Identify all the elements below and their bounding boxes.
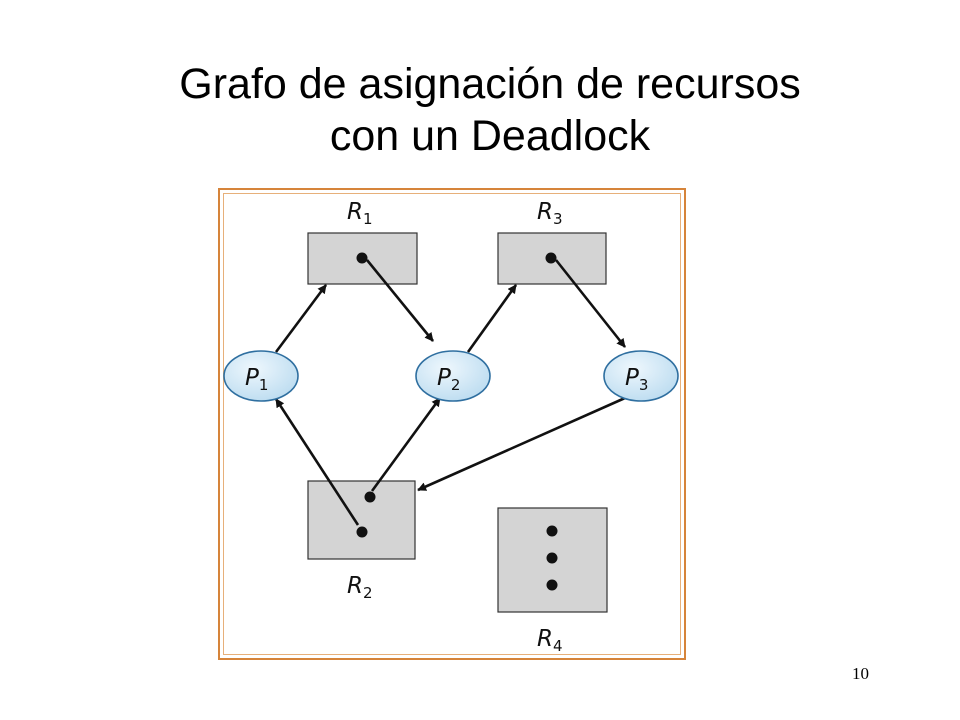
process-p1: P1 bbox=[223, 350, 299, 402]
resource-instance-dot bbox=[546, 552, 558, 564]
resource-instance-dot bbox=[546, 525, 558, 537]
resource-instance-dot bbox=[356, 526, 368, 538]
edge-r3-p3 bbox=[554, 259, 627, 348]
resource-r2 bbox=[307, 480, 416, 560]
resource-allocation-graph: P1 P2 P3 R1 R3 R2 R4 bbox=[218, 188, 686, 660]
resource-instance-dot bbox=[356, 252, 368, 264]
resource-label-r4: R4 bbox=[537, 626, 563, 655]
resource-r3 bbox=[497, 232, 607, 285]
edge-p1-r1 bbox=[274, 284, 328, 353]
resource-instance-dot bbox=[545, 252, 557, 264]
resource-r4 bbox=[497, 507, 608, 613]
resource-label-r2: R2 bbox=[347, 573, 373, 602]
slide-title: Grafo de asignación de recursos con un D… bbox=[0, 58, 960, 162]
page-number: 10 bbox=[852, 664, 869, 683]
resource-r1 bbox=[307, 232, 418, 285]
process-label: P1 bbox=[245, 365, 268, 394]
resource-instance-dot bbox=[364, 491, 376, 503]
title-line-2: con un Deadlock bbox=[329, 112, 651, 160]
resource-label-r1: R1 bbox=[347, 199, 373, 228]
edge-r2-p1 bbox=[274, 398, 360, 526]
process-label: P3 bbox=[625, 365, 648, 394]
edge-r1-p2 bbox=[365, 259, 435, 342]
edge-r2-p2 bbox=[370, 397, 442, 492]
process-p3: P3 bbox=[603, 350, 679, 402]
resource-label-r3: R3 bbox=[537, 199, 563, 228]
title-line-1: Grafo de asignación de recursos bbox=[179, 60, 801, 108]
process-label: P2 bbox=[437, 365, 460, 394]
edge-p3-r2 bbox=[417, 396, 626, 492]
process-p2: P2 bbox=[415, 350, 491, 402]
edge-p2-r3 bbox=[466, 284, 518, 353]
resource-instance-dot bbox=[546, 579, 558, 591]
edges bbox=[274, 259, 627, 526]
graph-canvas: P1 P2 P3 R1 R3 R2 R4 bbox=[223, 199, 679, 655]
